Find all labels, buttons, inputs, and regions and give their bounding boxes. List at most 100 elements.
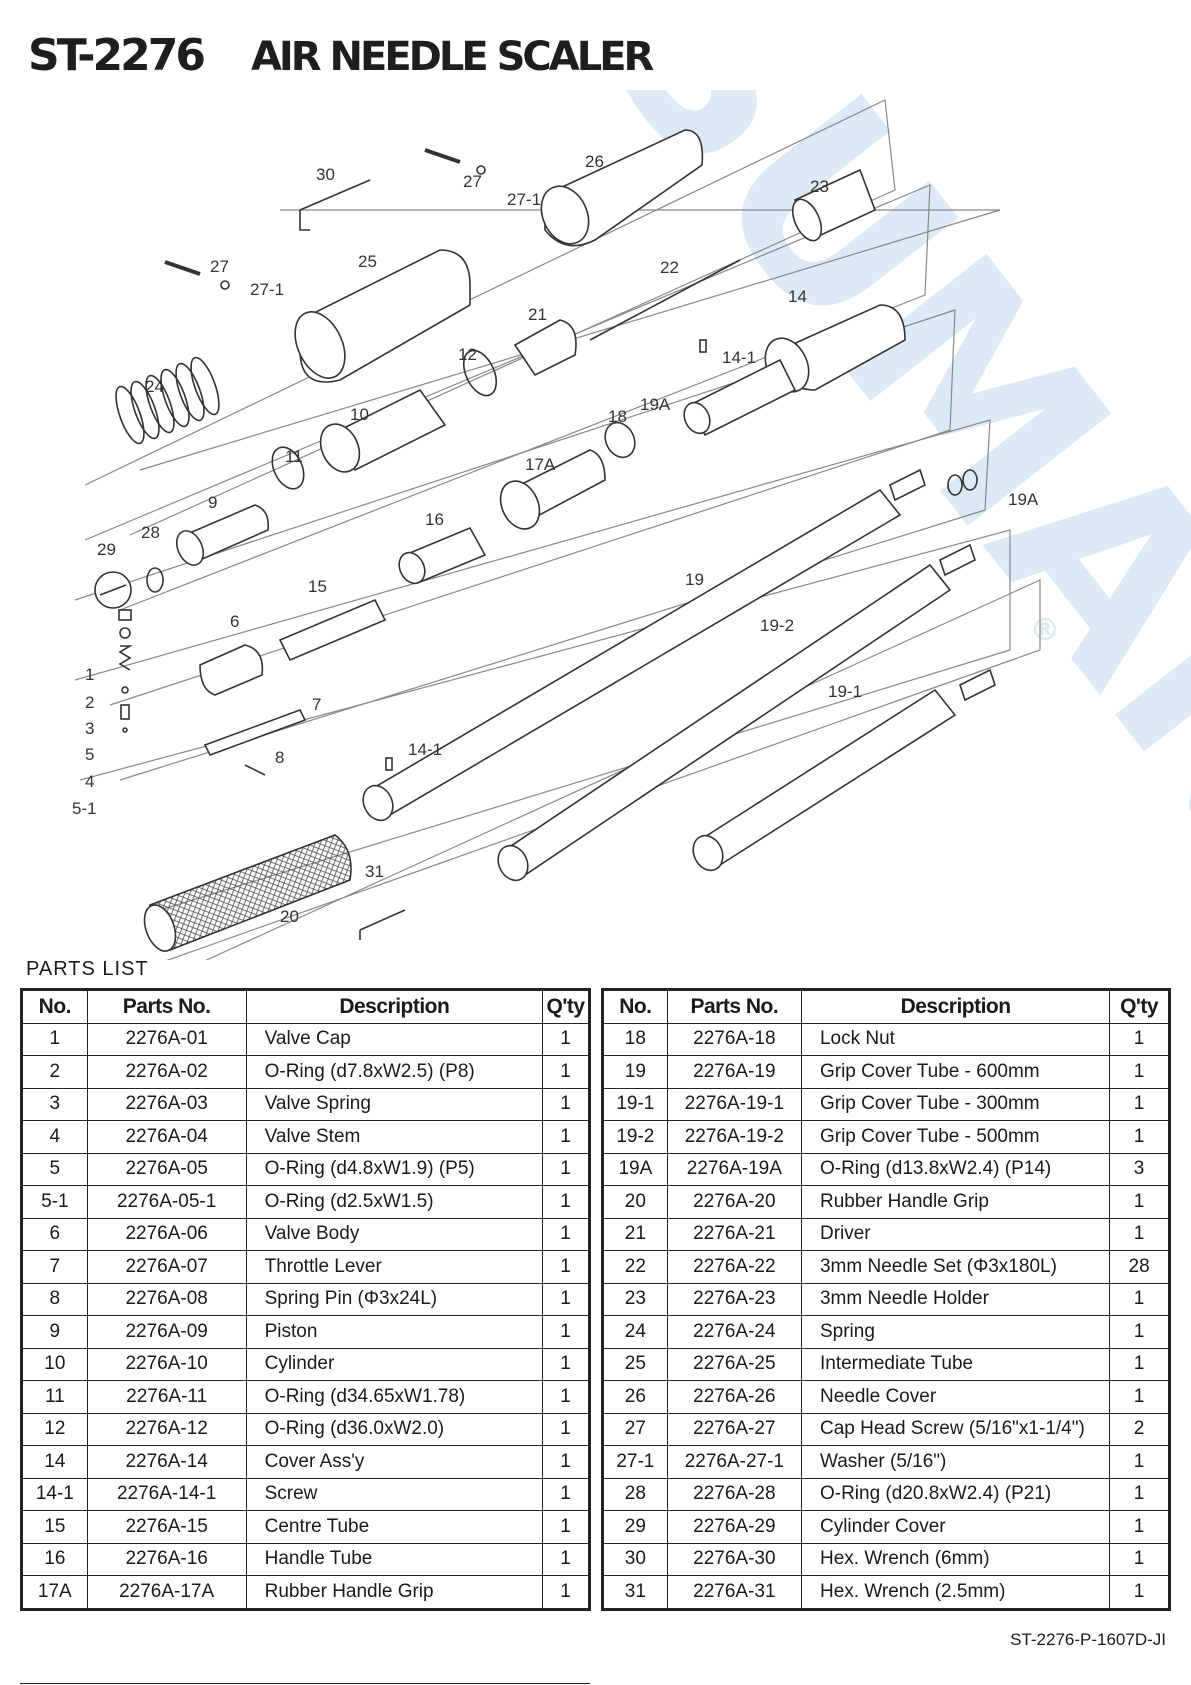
cell-parts-no: 2276A-17A [86, 1575, 247, 1610]
cell-no: 14-1 [21, 1477, 88, 1511]
cell-no: 12 [21, 1412, 88, 1446]
cell-qty: 1 [1109, 1217, 1170, 1251]
cell-parts-no: 2276A-27 [666, 1412, 802, 1446]
callout-26: 26 [585, 152, 604, 171]
cell-qty: 1 [1109, 1282, 1170, 1316]
column-header-description: Description [245, 989, 544, 1024]
callout-4: 4 [85, 772, 94, 791]
cell-parts-no: 2276A-12 [86, 1412, 247, 1446]
column-header-qty: Q'ty [542, 989, 590, 1024]
cell-parts-no: 2276A-26 [666, 1380, 802, 1414]
callout-20: 20 [280, 907, 299, 926]
cell-qty: 1 [542, 1477, 590, 1511]
cell-no: 1 [21, 1022, 88, 1056]
column-header-parts-no: Parts No. [86, 989, 247, 1024]
cell-qty: 2 [1109, 1412, 1170, 1446]
callout-18: 18 [608, 407, 627, 426]
callout-19a-upper: 19A [640, 395, 671, 414]
cell-qty: 1 [1109, 1055, 1170, 1089]
cell-description: Grip Cover Tube - 300mm [800, 1087, 1111, 1121]
cell-qty: 1 [1109, 1315, 1170, 1349]
cell-qty: 1 [1109, 1575, 1170, 1610]
cell-qty: 1 [1109, 1347, 1170, 1381]
cell-description: Hex. Wrench (2.5mm) [800, 1575, 1111, 1610]
cell-parts-no: 2276A-28 [666, 1477, 802, 1511]
cell-qty: 28 [1109, 1250, 1170, 1284]
cell-qty: 1 [542, 1120, 590, 1154]
cell-qty: 1 [542, 1185, 590, 1219]
column-header-no: No. [21, 989, 88, 1024]
cell-no: 5-1 [21, 1185, 88, 1219]
callout-16: 16 [425, 510, 444, 529]
callout-23: 23 [810, 177, 829, 196]
cell-no: 28 [602, 1477, 668, 1511]
registered-mark: ® [1030, 613, 1060, 648]
cell-no: 19-1 [602, 1087, 668, 1121]
column-header-parts-no: Parts No. [666, 989, 802, 1024]
cell-qty: 1 [542, 1022, 590, 1056]
cell-description: O-Ring (d36.0xW2.0) [245, 1412, 544, 1446]
cell-parts-no: 2276A-05 [86, 1152, 247, 1186]
callout-22: 22 [660, 258, 679, 277]
cell-parts-no: 2276A-24 [666, 1315, 802, 1349]
cell-qty: 1 [542, 1315, 590, 1349]
cell-parts-no: 2276A-14-1 [86, 1477, 247, 1511]
callout-15: 15 [308, 577, 327, 596]
cell-no: 26 [602, 1380, 668, 1414]
cell-description: 3mm Needle Holder [800, 1282, 1111, 1316]
cell-no: 25 [602, 1347, 668, 1381]
callout-30: 30 [316, 165, 335, 184]
cell-description: Handle Tube [245, 1542, 544, 1576]
cell-description: O-Ring (d4.8xW1.9) (P5) [245, 1152, 544, 1186]
cell-description: Cover Ass'y [245, 1445, 544, 1479]
cell-parts-no: 2276A-11 [86, 1380, 247, 1414]
callout-21: 21 [528, 305, 547, 324]
cell-no: 6 [21, 1217, 88, 1251]
model-number: ST-2276 [28, 30, 206, 81]
cell-parts-no: 2276A-25 [666, 1347, 802, 1381]
document-code: ST-2276-P-1607D-JI [1010, 1630, 1166, 1649]
cell-no: 7 [21, 1250, 88, 1284]
cell-qty: 1 [542, 1055, 590, 1089]
cell-parts-no: 2276A-31 [666, 1575, 802, 1610]
cell-qty: 1 [542, 1217, 590, 1251]
cell-parts-no: 2276A-19-1 [666, 1087, 802, 1121]
callout-27-lower: 27 [210, 257, 229, 276]
cell-description: Grip Cover Tube - 500mm [800, 1120, 1111, 1154]
cell-qty: 1 [1109, 1120, 1170, 1154]
cell-qty: 1 [542, 1282, 590, 1316]
cell-description: Lock Nut [800, 1022, 1111, 1056]
cell-parts-no: 2276A-05-1 [86, 1185, 247, 1219]
callout-27-upper: 27 [463, 172, 482, 191]
callout-24: 24 [145, 377, 164, 396]
cell-parts-no: 2276A-23 [666, 1282, 802, 1316]
cell-description: Needle Cover [800, 1380, 1111, 1414]
cell-description: Rubber Handle Grip [800, 1185, 1111, 1219]
cell-parts-no: 2276A-15 [86, 1510, 247, 1544]
cell-parts-no: 2276A-27-1 [666, 1445, 802, 1479]
cell-qty: 1 [1109, 1380, 1170, 1414]
cell-no: 21 [602, 1217, 668, 1251]
callout-labels: 1 2 3 4 5 5-1 6 7 8 9 10 11 12 14 14-1 1… [72, 152, 1039, 926]
cell-parts-no: 2276A-18 [666, 1022, 802, 1056]
cell-parts-no: 2276A-06 [86, 1217, 247, 1251]
cell-no: 8 [21, 1282, 88, 1316]
